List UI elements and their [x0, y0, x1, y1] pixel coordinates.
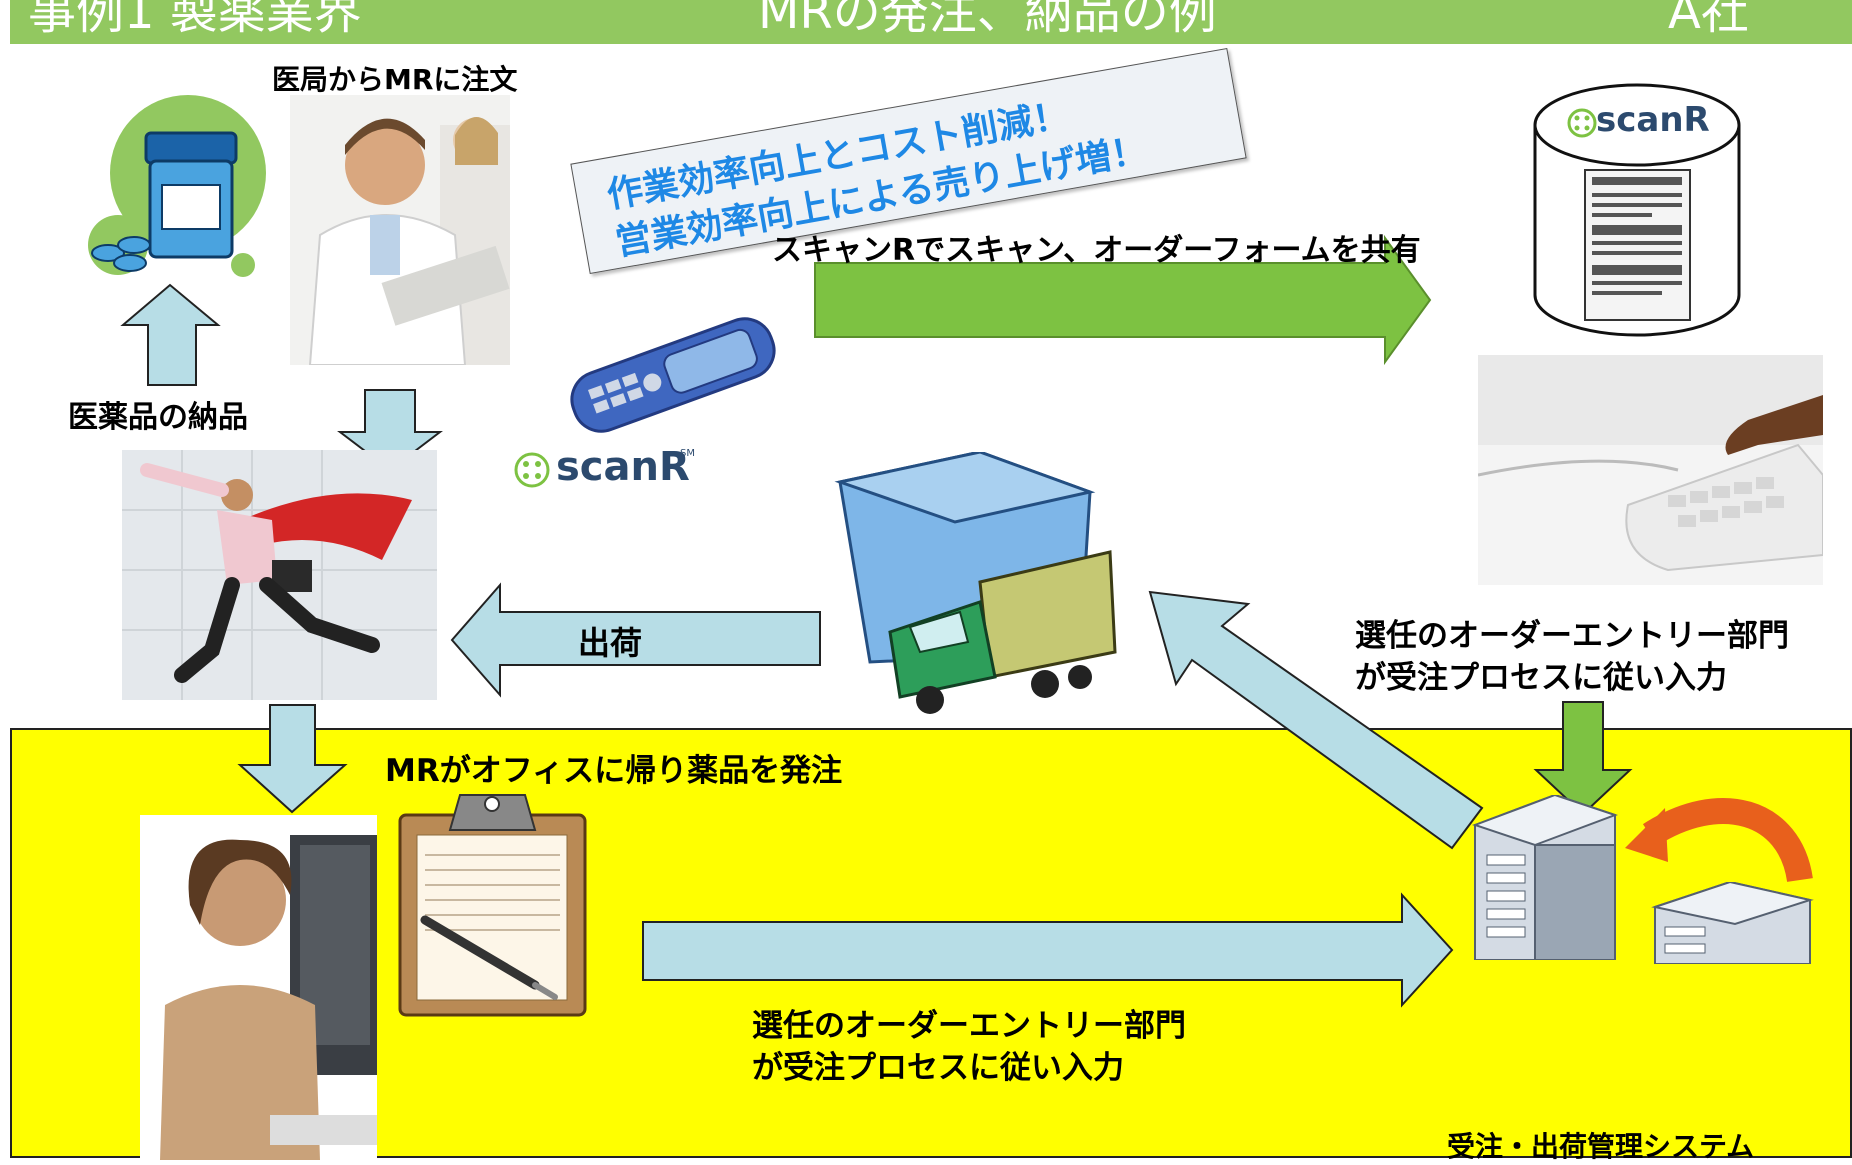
mr-office-label: MRがオフィスに帰り薬品を発注 [385, 753, 843, 789]
clipboard-icon [398, 794, 587, 1017]
server-sync-arrow [1642, 798, 1813, 883]
scan-share-label: スキャンRでスキャン、オーダーフォームを共有 [772, 233, 1421, 268]
entry-dept-right-line2: が受注プロセスに従い入力 [1355, 660, 1727, 696]
entry-dept-bottom-line2: が受注プロセスに従い入力 [752, 1050, 1124, 1086]
order-from-pharmacy-label: 医局からMRに注文 [272, 63, 518, 96]
entry-to-system-arrow [1533, 701, 1633, 816]
handheld-scanner-icon [570, 317, 776, 433]
scanr-sm: SM [680, 448, 695, 459]
scanr-logo-text: scanR [556, 444, 690, 490]
typing-photo [1478, 355, 1823, 585]
mr-running-photo [122, 450, 437, 700]
database-cylinder-icon [1533, 83, 1741, 337]
office-to-system-arrow [642, 892, 1454, 1008]
medicine-bottle-icon [88, 95, 266, 277]
delivery-up-arrow [120, 283, 221, 386]
delivery-truck-icon [834, 452, 1117, 714]
doctor-photo [290, 95, 510, 365]
office-worker-photo [140, 815, 377, 1160]
scanr-mark-icon [514, 452, 550, 488]
system-label: 受注・出荷管理システム [1447, 1130, 1755, 1163]
server-icon [1472, 795, 1618, 960]
scan-share-arrow [814, 234, 1432, 366]
server-to-truck-arrow [1148, 590, 1484, 850]
entry-dept-right-line1: 選任のオーダーエントリー部門 [1355, 618, 1789, 654]
backup-server-icon [1651, 882, 1814, 964]
shipping-label: 出荷 [578, 624, 643, 662]
title-bar [10, 0, 1852, 44]
scanr-logo-db: scanR [1596, 100, 1710, 140]
page-title-right: A社 [1668, 0, 1749, 40]
page-title-left: 事例1 製薬業界 [28, 0, 362, 40]
page-title-mid: MRの発注、納品の例 [758, 0, 1217, 40]
mr-to-office-arrow [237, 704, 348, 814]
delivery-label: 医薬品の納品 [68, 400, 248, 435]
shipping-left-arrow [450, 582, 821, 698]
entry-dept-bottom-line1: 選任のオーダーエントリー部門 [752, 1008, 1186, 1044]
